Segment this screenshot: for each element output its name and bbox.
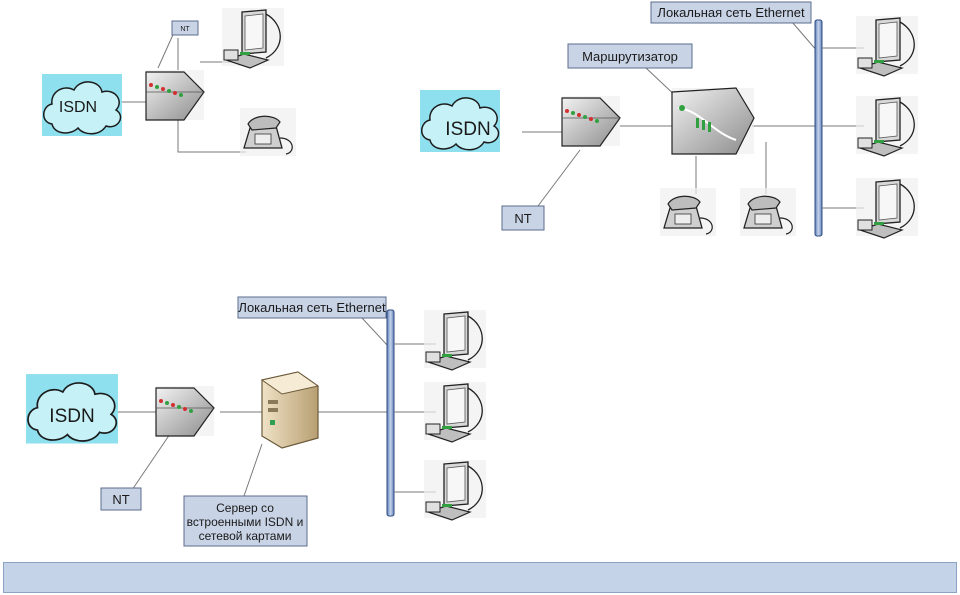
workstation-icon [855, 177, 919, 239]
nt-callout-label: NT [112, 492, 129, 507]
isdn-label: ISDN [59, 99, 97, 116]
ethernet-label: Локальная сеть Ethernet [657, 5, 805, 20]
server-label-line2: встроенными ISDN и [187, 515, 304, 529]
nt-callout [501, 205, 545, 231]
nt-callout-label: NT [514, 211, 531, 226]
ethernet-label: Локальная сеть Ethernet [238, 300, 386, 315]
workstation-icon [423, 309, 487, 371]
telephone-icon [739, 187, 797, 237]
nt-device-icon [561, 95, 621, 147]
ethernet-bus [386, 309, 395, 517]
workstation-icon [423, 381, 487, 443]
workstation-icon [855, 15, 919, 77]
server-label-line1: Сервер со [216, 501, 274, 515]
ethernet-bus [814, 19, 823, 237]
diagram-isdn-server: ISDN Локальная сеть Ethernet NT Сервер с… [25, 296, 487, 547]
telephone-icon [239, 107, 297, 157]
workstation-icon [855, 95, 919, 157]
router-icon [671, 87, 755, 155]
nt-device-icon [145, 69, 205, 121]
server-callout [183, 495, 308, 547]
server-icon [260, 371, 320, 449]
nt-device-icon [155, 385, 215, 437]
nt-callout-label: NT [180, 26, 190, 33]
router-callout [567, 43, 693, 69]
router-label: Маршрутизатор [582, 49, 678, 64]
workstation-icon [423, 459, 487, 521]
footer-bar [3, 562, 957, 593]
ethernet-callout [237, 296, 387, 319]
ethernet-callout [650, 1, 812, 24]
nt-callout [100, 487, 142, 511]
telephone-icon [659, 187, 717, 237]
isdn-label: ISDN [49, 406, 94, 427]
server-label-line3: сетевой картами [199, 529, 292, 543]
diagram-isdn-direct: ISDN NT [41, 7, 297, 157]
isdn-label: ISDN [445, 119, 490, 140]
diagram-isdn-router: ISDN Маршрутизатор Локальная сеть Ethern… [419, 1, 919, 239]
nt-callout [171, 20, 199, 36]
workstation-icon [221, 7, 285, 69]
